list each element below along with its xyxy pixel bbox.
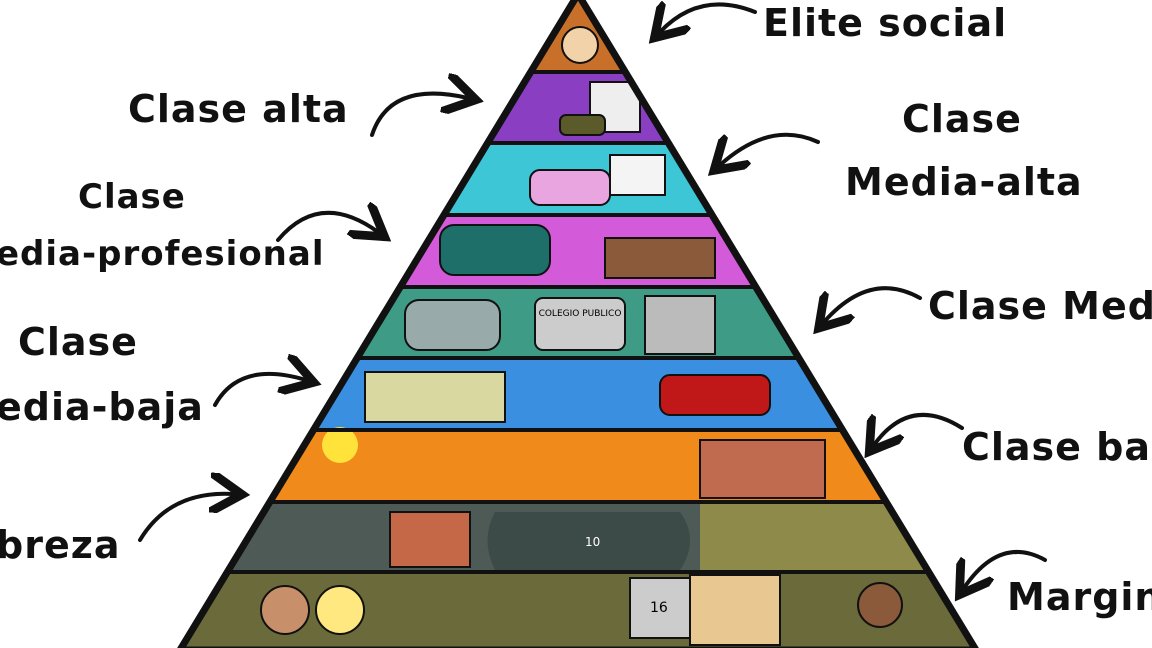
smoking-man-illustration [857, 582, 903, 628]
sun-illustration [322, 427, 358, 463]
luxury-car-illustration [559, 114, 606, 136]
woman-portrait-1 [260, 585, 310, 635]
compact-car-illustration [404, 299, 501, 351]
label-clase-media-profesional-line1: Clase [78, 177, 186, 217]
card-illustration [629, 577, 691, 639]
arrow-elite [660, 4, 757, 32]
suv-illustration [439, 224, 551, 276]
woman-portrait-2 [315, 585, 365, 635]
label-clase-baja: Clase ba [962, 425, 1152, 469]
label-clase-media-alta-line1: Clase [902, 97, 1022, 141]
band-clase-baja [180, 430, 976, 502]
arrow-media [824, 286, 922, 322]
brick-house-illustration [389, 511, 471, 568]
label-clase-media-baja-line1: Clase [18, 320, 138, 364]
arrow-baja [874, 412, 964, 445]
arrow-pobreza [138, 494, 234, 542]
arrow-media-alta [720, 132, 820, 165]
cigarettes-illustration [689, 574, 781, 646]
label-clase-media-baja-line2: edia-baja [0, 385, 204, 429]
card-number: 16 [650, 600, 668, 616]
label-clase-media-alta-line2: Media-alta [845, 160, 1083, 204]
public-school-illustration [534, 297, 626, 351]
arrow-marginal [964, 550, 1047, 588]
arrow-alta [370, 94, 468, 137]
label-clase-media: Clase Med [928, 284, 1152, 328]
label-clase-media-profesional-line2: edia-profesional [0, 234, 325, 274]
modern-house-illustration [609, 154, 666, 196]
red-car-illustration [659, 374, 771, 416]
office-desks-illustration [604, 237, 716, 279]
shanty-town-illustration [700, 502, 976, 572]
arrow-media-profesional [276, 213, 378, 242]
label-pobreza: breza [0, 523, 121, 567]
arrow-media-baja [213, 374, 306, 407]
pink-car-illustration [529, 169, 611, 206]
pyramid-outline [177, 0, 979, 648]
colegio-publico-sign: COLEGIO PUBLICO [539, 309, 622, 319]
brick-buildings-illustration [699, 439, 826, 499]
label-clase-alta: Clase alta [128, 87, 349, 131]
label-elite-social: Elite social [763, 1, 1008, 45]
bread-panel-illustration [487, 512, 690, 570]
bread-count: 10 [585, 535, 600, 549]
elite-portrait [561, 26, 599, 64]
label-marginal: Margin [1007, 575, 1152, 619]
band-marginal [180, 572, 976, 648]
apartment-building-illustration [644, 295, 716, 355]
row-houses-illustration [364, 371, 506, 423]
